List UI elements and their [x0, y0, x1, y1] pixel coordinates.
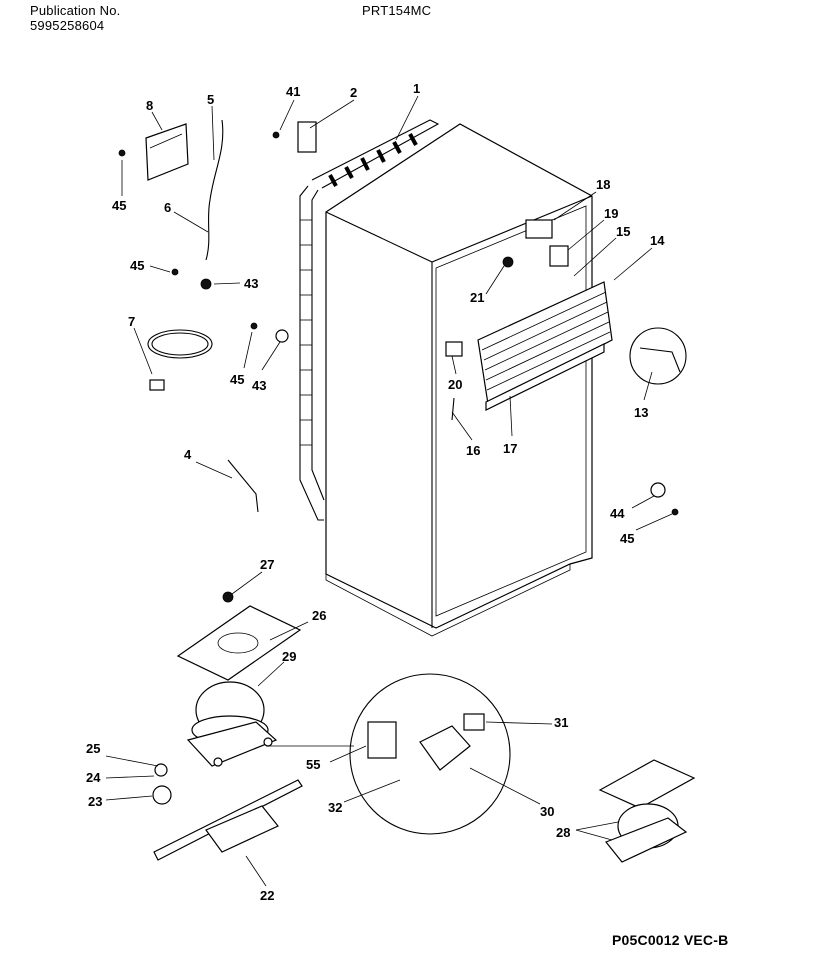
- condenser-coil: [299, 119, 440, 521]
- label-part-44: 44: [610, 506, 625, 521]
- label-part-21: 21: [470, 290, 484, 305]
- label-part-15: 15: [616, 224, 630, 239]
- label-part-13: 13: [634, 405, 648, 420]
- label-part-5: 5: [207, 92, 214, 107]
- label-part-45d: 45: [620, 531, 634, 546]
- compressor-alt: [598, 759, 696, 863]
- label-part-6: 6: [164, 200, 171, 215]
- label-part-26: 26: [312, 608, 326, 623]
- base-rail: [153, 779, 303, 861]
- label-part-25: 25: [86, 741, 100, 756]
- label-part-14: 14: [650, 233, 665, 248]
- compressor: [186, 681, 278, 767]
- label-part-45a: 45: [112, 198, 126, 213]
- label-part-4: 4: [184, 447, 192, 462]
- label-part-45c: 45: [230, 372, 244, 387]
- label-part-7: 7: [128, 314, 135, 329]
- label-part-22: 22: [260, 888, 274, 903]
- evaporator-coil: [477, 281, 613, 411]
- publication-number: 5995258604: [30, 18, 105, 33]
- model-number: PRT154MC: [362, 3, 432, 18]
- small-parts: [118, 119, 687, 805]
- label-part-41: 41: [286, 84, 300, 99]
- drain-pan: [176, 605, 302, 681]
- label-part-20: 20: [448, 377, 462, 392]
- part-labels: 1 2 41 8 5 6 45 45 43 7 45 43 4 18 19 15…: [86, 81, 665, 903]
- label-part-43b: 43: [252, 378, 266, 393]
- label-part-17: 17: [503, 441, 517, 456]
- label-part-1: 1: [413, 81, 420, 96]
- label-part-45b: 45: [130, 258, 144, 273]
- label-part-24: 24: [86, 770, 101, 785]
- label-part-43a: 43: [244, 276, 258, 291]
- label-part-8: 8: [146, 98, 153, 113]
- label-part-27: 27: [260, 557, 274, 572]
- label-part-30: 30: [540, 804, 554, 819]
- label-part-19: 19: [604, 206, 618, 221]
- label-part-23: 23: [88, 794, 102, 809]
- leader-lines: [105, 95, 673, 887]
- label-part-55: 55: [306, 757, 320, 772]
- label-part-31: 31: [554, 715, 568, 730]
- label-part-18: 18: [596, 177, 610, 192]
- figure-code: P05C0012 VEC-B: [612, 932, 729, 948]
- label-part-28: 28: [556, 825, 570, 840]
- refrigerator-cabinet: [325, 123, 593, 637]
- label-part-32: 32: [328, 800, 342, 815]
- label-part-29: 29: [282, 649, 296, 664]
- publication-label: Publication No.: [30, 3, 121, 18]
- label-part-16: 16: [466, 443, 480, 458]
- label-part-2: 2: [350, 85, 357, 100]
- electrical-detail-circle: [349, 673, 511, 835]
